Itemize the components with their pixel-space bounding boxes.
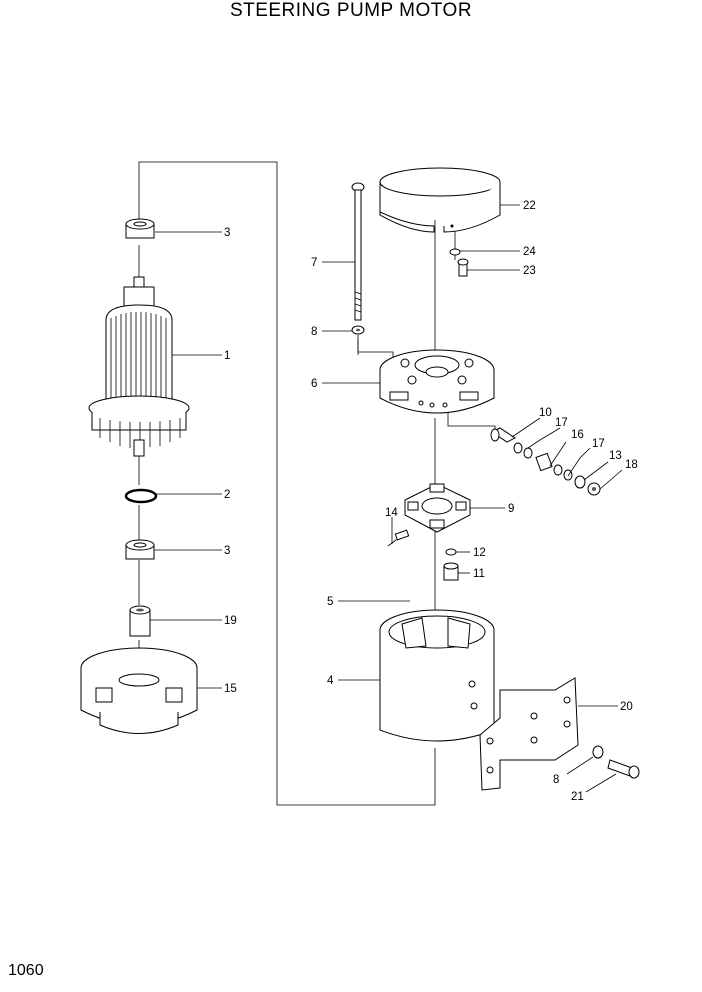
part-3-bearing-lower	[125, 539, 155, 560]
callout-labels: 3 1 2 3 19 15 7 8 6 5 4 22 24 23 10 17 1…	[224, 200, 638, 803]
part-11-spacer	[443, 562, 459, 581]
part-14-lead-wire	[387, 529, 410, 547]
callout-24: 24	[523, 246, 536, 258]
callout-23: 23	[523, 265, 536, 277]
part-4-yoke	[379, 609, 495, 742]
part-2-snap-ring	[124, 488, 158, 504]
callout-3: 3	[224, 545, 230, 557]
callout-8: 8	[311, 326, 317, 338]
callout-13: 13	[609, 450, 622, 462]
part-21-bolt	[607, 759, 640, 779]
part-13-washer	[574, 475, 586, 489]
callout-3: 3	[224, 227, 230, 239]
callout-15: 15	[224, 683, 237, 695]
callout-11: 11	[473, 568, 485, 580]
callout-10: 10	[539, 407, 552, 419]
part-22-band	[379, 167, 501, 233]
part-7-through-bolt	[351, 182, 365, 321]
part-19-coupling	[129, 605, 151, 637]
leader-lines	[150, 204, 623, 793]
callout-9: 9	[508, 503, 514, 515]
part-10-terminal-bolt	[490, 427, 516, 443]
part-8-washer-lower	[592, 745, 604, 759]
callout-12: 12	[473, 547, 486, 559]
part-24-nut	[449, 248, 461, 256]
callout-14: 14	[385, 507, 398, 519]
callout-21: 21	[571, 791, 584, 803]
callout-8: 8	[553, 774, 559, 786]
callout-22: 22	[523, 200, 536, 212]
callout-17: 17	[592, 438, 605, 450]
page-number: 1060	[8, 962, 44, 979]
part-23-screw	[457, 258, 469, 277]
part-1-armature	[88, 276, 190, 457]
callout-17: 17	[555, 417, 568, 429]
callout-16: 16	[571, 429, 584, 441]
part-3-bearing-top	[125, 218, 155, 239]
callout-6: 6	[311, 378, 317, 390]
part-20-mounting-bracket	[479, 677, 579, 791]
callout-4: 4	[327, 675, 334, 687]
callout-19: 19	[224, 615, 237, 627]
callout-7: 7	[311, 257, 317, 269]
callout-18: 18	[625, 459, 638, 471]
callout-2: 2	[224, 489, 230, 501]
page-title: STEERING PUMP MOTOR	[229, 0, 473, 21]
part-12-washer	[445, 548, 457, 556]
part-5-field-magnets	[401, 617, 478, 710]
callout-20: 20	[620, 701, 633, 713]
callout-1: 1	[224, 350, 230, 362]
part-16-sleeve	[535, 452, 553, 472]
part-8-washer-upper	[351, 325, 365, 335]
callout-5: 5	[327, 596, 333, 608]
part-9-brush-holder	[404, 483, 471, 533]
part-6-end-bracket	[379, 349, 495, 414]
part-15-end-cover	[80, 647, 198, 734]
part-18-nut	[587, 482, 601, 496]
